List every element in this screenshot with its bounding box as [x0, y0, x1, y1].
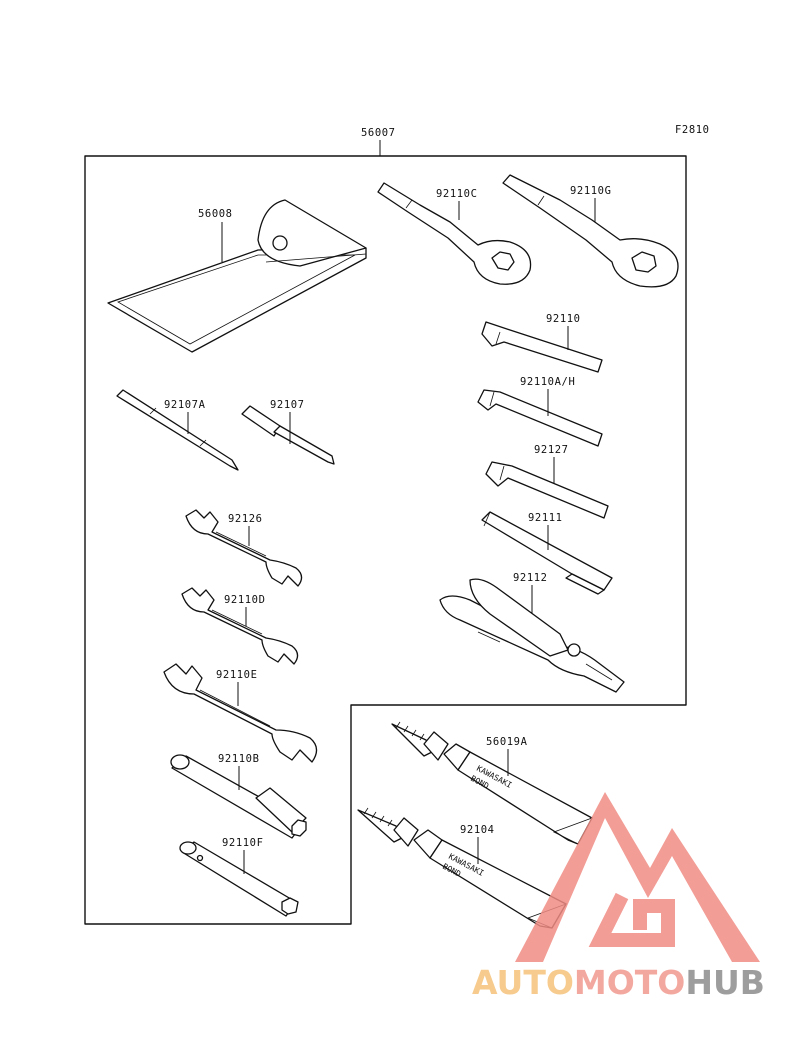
label-92107: 92107	[270, 399, 305, 411]
label-92110AH: 92110A/H	[520, 376, 575, 388]
label-92104: 92104	[460, 824, 495, 836]
diagram-ref-code: F2810	[675, 124, 710, 136]
watermark-moto: MOTO	[574, 963, 685, 1002]
open-end-wrench-92126	[185, 509, 303, 587]
pliers-92112	[439, 578, 625, 693]
watermark-auto: AUTO	[472, 963, 574, 1002]
ring-spanner-92110G	[502, 174, 679, 288]
box-spanner-92110B	[170, 754, 307, 839]
label-56007: 56007	[361, 127, 396, 139]
label-92110F: 92110F	[222, 837, 264, 849]
open-end-wrench-92110E	[163, 663, 318, 763]
label-92126: 92126	[228, 513, 263, 525]
label-56008: 56008	[198, 208, 233, 220]
label-92110E: 92110E	[216, 669, 258, 681]
label-92127: 92127	[534, 444, 569, 456]
tool-pouch-56008	[107, 199, 367, 353]
label-92110B: 92110B	[218, 753, 260, 765]
open-end-wrench-92110D	[181, 587, 299, 665]
hex-key-92110	[481, 321, 603, 373]
screwdriver-bit-92107A	[116, 389, 239, 471]
watermark-hub: HUB	[685, 963, 765, 1002]
bond-tube-56019A: KAWASAKI BOND	[391, 721, 593, 845]
label-92112: 92112	[513, 572, 548, 584]
label-92111: 92111	[528, 512, 563, 524]
label-92107A: 92107A	[164, 399, 206, 411]
ring-spanner-92110C	[377, 182, 532, 285]
box-spanner-92110F	[179, 841, 299, 917]
hex-key-92127	[485, 461, 609, 519]
bond-tube-92104: KAWASAKI BOND	[357, 807, 567, 929]
screwdriver-grip-92107	[241, 405, 335, 465]
label-92110D: 92110D	[224, 594, 266, 606]
tool-kit-boundary	[84, 155, 687, 925]
watermark-g-icon	[588, 892, 675, 947]
label-92110: 92110	[546, 313, 581, 325]
watermark-logo: AUTOMOTOHUB	[472, 792, 765, 1002]
hex-key-92110AH	[477, 389, 603, 447]
label-56019A: 56019A	[486, 736, 528, 748]
extension-bar-92111	[481, 511, 613, 595]
watermark-triangle-icon	[515, 792, 760, 962]
svg-text:AUTOMOTOHUB: AUTOMOTOHUB	[472, 963, 765, 1002]
label-92110G: 92110G	[570, 185, 612, 197]
label-92110C: 92110C	[436, 188, 478, 200]
